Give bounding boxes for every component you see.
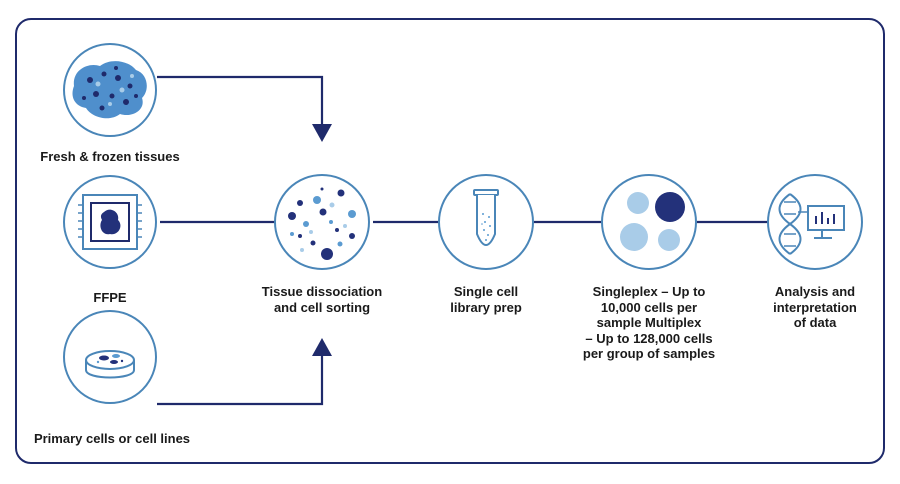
label-dissociation: Tissue dissociation and cell sorting bbox=[261, 284, 383, 315]
petri-dish-icon bbox=[63, 310, 157, 404]
cells-icon bbox=[601, 174, 697, 270]
diagram-frame bbox=[15, 18, 885, 464]
label-library-prep: Single cell library prep bbox=[450, 284, 522, 315]
label-fresh-frozen: Fresh & frozen tissues bbox=[40, 149, 180, 164]
label-multiplex: Singleplex – Up to 10,000 cells per samp… bbox=[582, 284, 716, 361]
arrow-up-head bbox=[312, 338, 332, 356]
connector-primary-to-dissociation bbox=[157, 355, 324, 406]
connectors bbox=[157, 75, 768, 406]
tissue-icon bbox=[63, 43, 157, 137]
label-primary-cells: Primary cells or cell lines bbox=[33, 431, 191, 446]
arrow-down-head bbox=[312, 124, 332, 142]
connector-fresh-to-dissociation bbox=[157, 75, 324, 128]
dna-monitor-icon bbox=[767, 174, 863, 270]
label-analysis: Analysis and interpretation of data bbox=[773, 284, 857, 330]
ffpe-cassette-icon bbox=[63, 175, 157, 269]
dissociated-cells-icon bbox=[274, 174, 370, 270]
tube-icon bbox=[438, 174, 534, 270]
label-ffpe: FFPE bbox=[93, 290, 127, 305]
